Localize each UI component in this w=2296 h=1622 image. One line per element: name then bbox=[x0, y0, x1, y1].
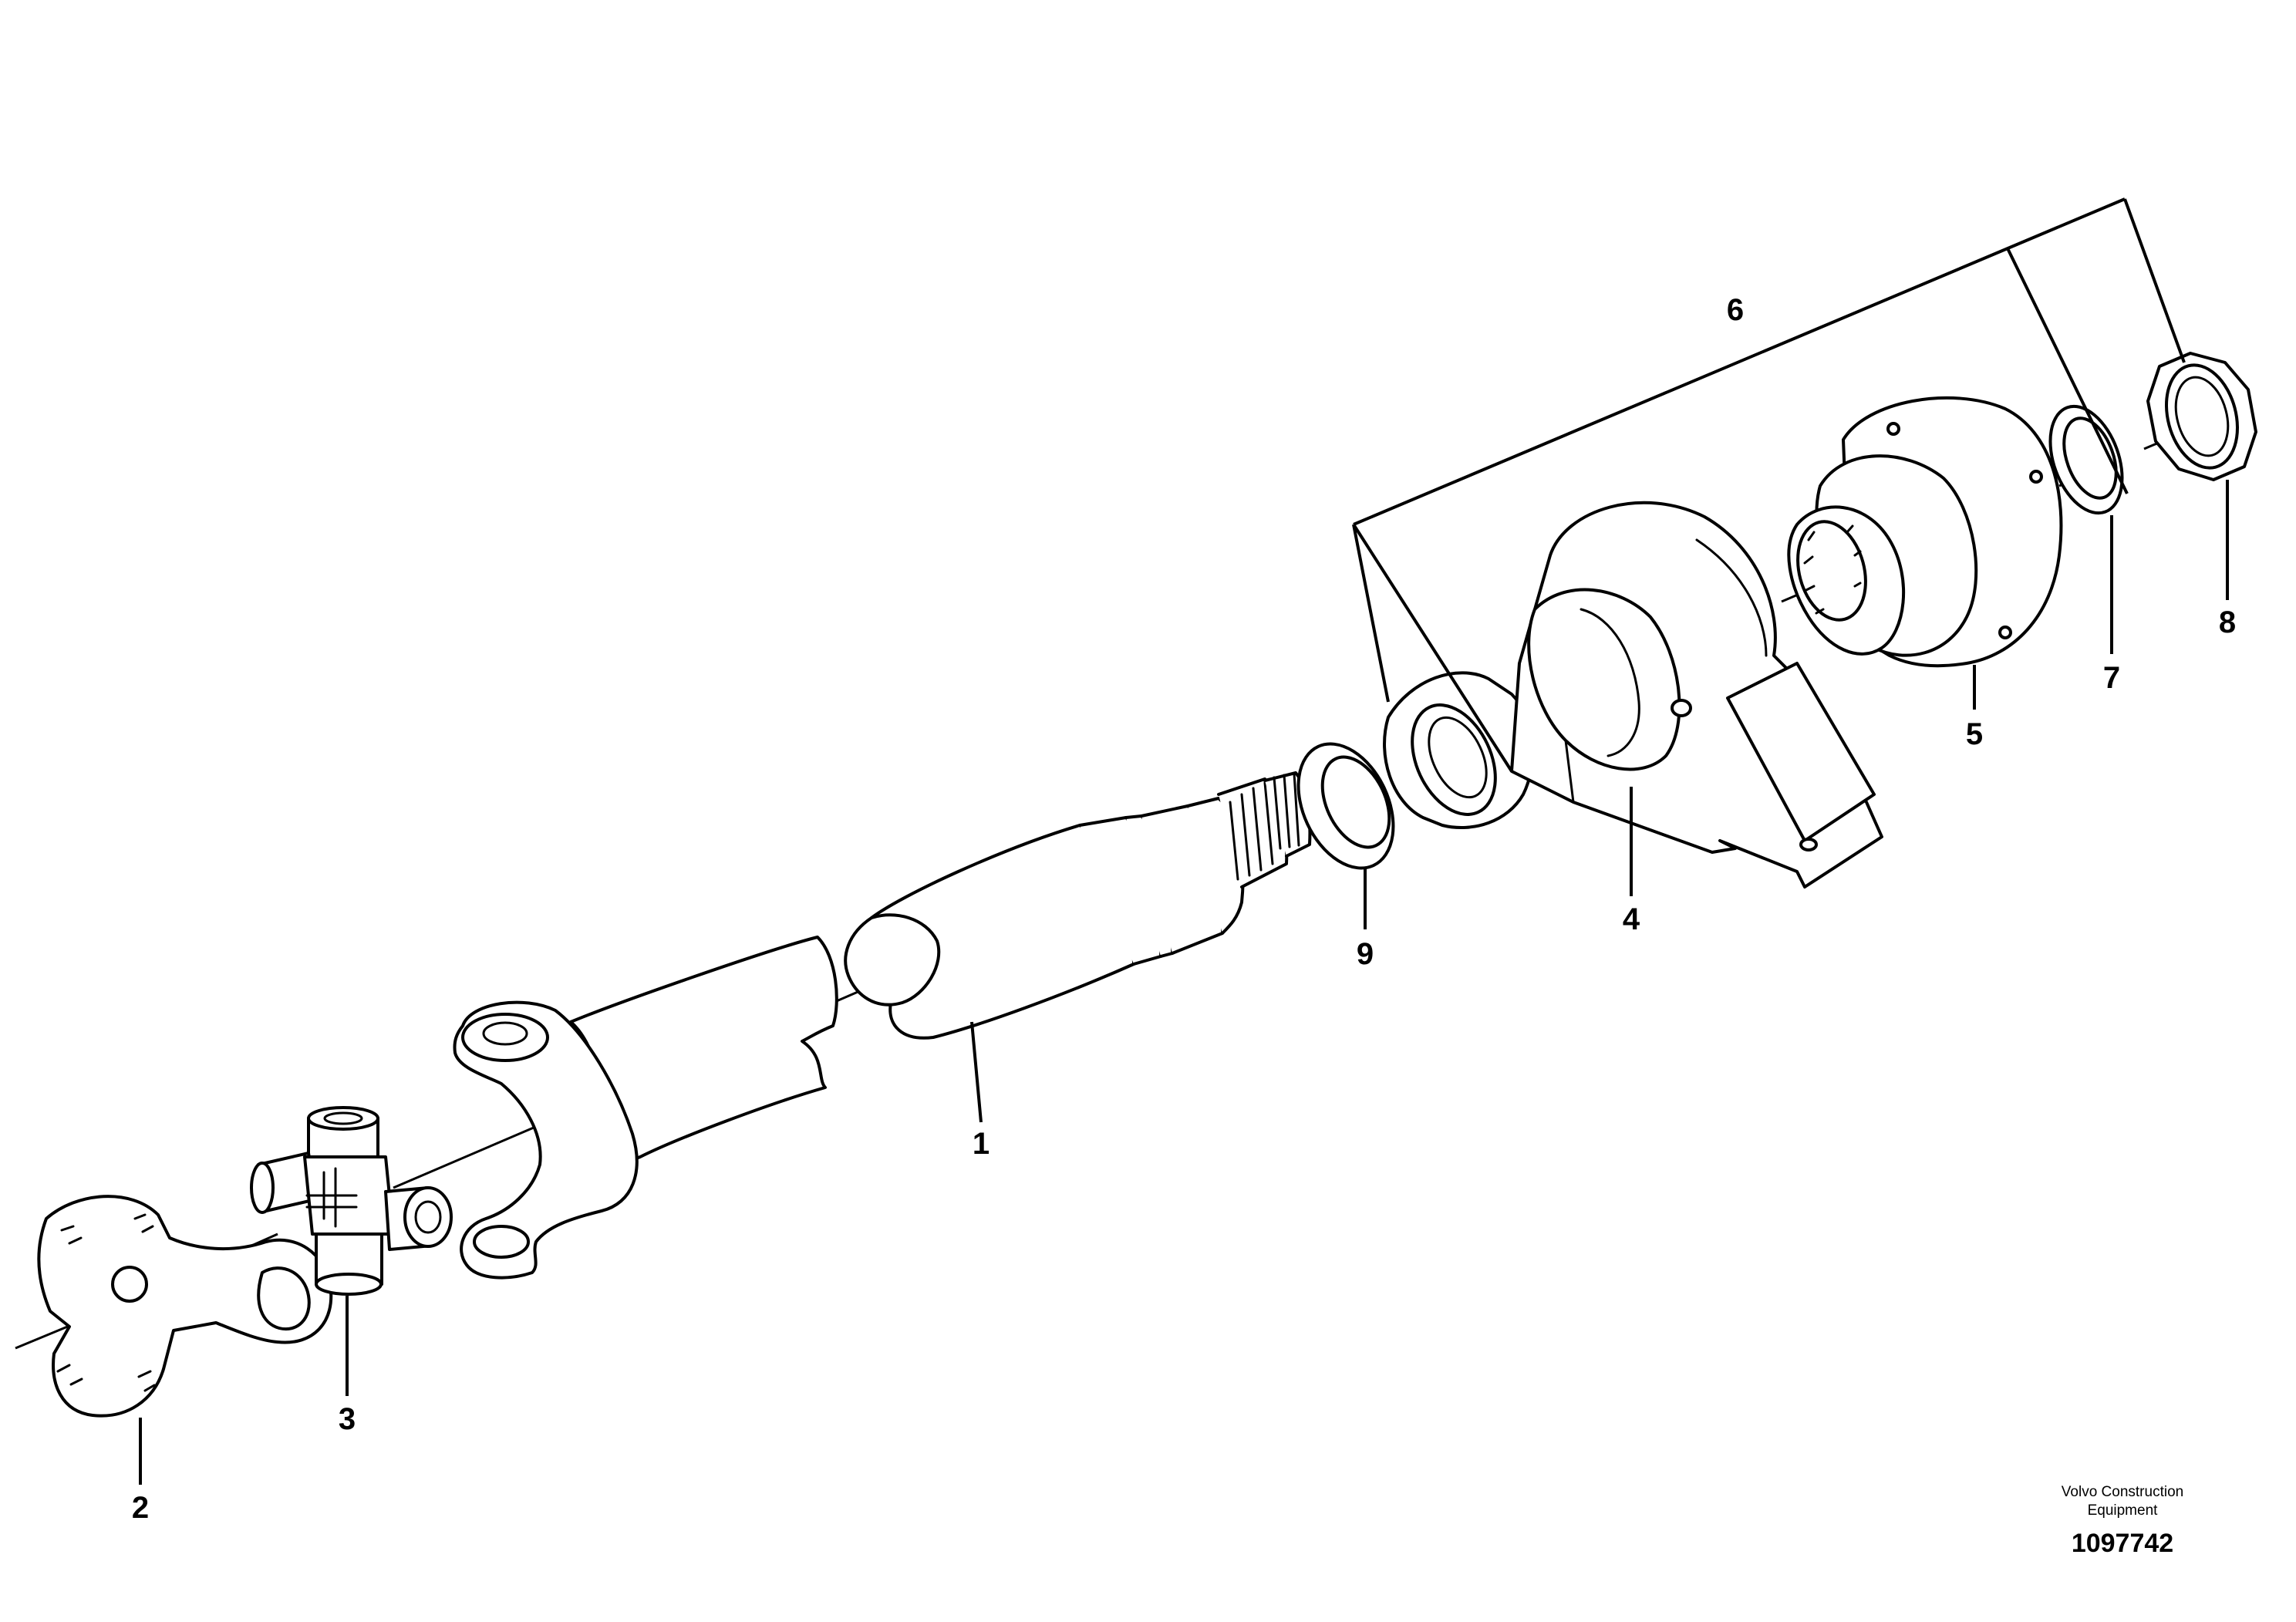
callout-1: 1 bbox=[973, 1127, 990, 1161]
callout-2: 2 bbox=[132, 1491, 149, 1525]
callout-4: 4 bbox=[1623, 902, 1640, 936]
publisher-block: Volvo Construction Equipment 1097742 bbox=[2062, 1484, 2183, 1558]
drive-shaft bbox=[453, 771, 1312, 1280]
washer bbox=[2048, 404, 2124, 515]
lock-nut bbox=[2146, 352, 2257, 481]
companion-flange bbox=[1787, 396, 2063, 668]
leader-line-6 bbox=[1352, 197, 2186, 773]
callout-9: 9 bbox=[1357, 937, 1374, 971]
leader-line-1 bbox=[970, 1021, 983, 1123]
document-number: 1097742 bbox=[2072, 1529, 2173, 1558]
callout-6: 6 bbox=[1727, 293, 1744, 327]
bearing bbox=[1383, 671, 1534, 829]
callout-labels: 1 2 3 4 5 6 7 8 9 bbox=[132, 293, 2236, 1525]
seal-ring bbox=[1296, 742, 1395, 870]
callout-5: 5 bbox=[1966, 717, 1983, 751]
callout-3: 3 bbox=[339, 1402, 356, 1436]
publisher-line-1: Volvo Construction bbox=[2062, 1484, 2183, 1500]
universal-joint-cross bbox=[250, 1106, 453, 1296]
callout-7: 7 bbox=[2103, 661, 2120, 695]
callout-8: 8 bbox=[2219, 605, 2236, 639]
publisher-line-2: Equipment bbox=[2088, 1502, 2159, 1519]
bearing-housing bbox=[1510, 501, 1883, 889]
flange-yoke bbox=[37, 1195, 333, 1418]
leader-lines bbox=[139, 197, 2229, 1485]
